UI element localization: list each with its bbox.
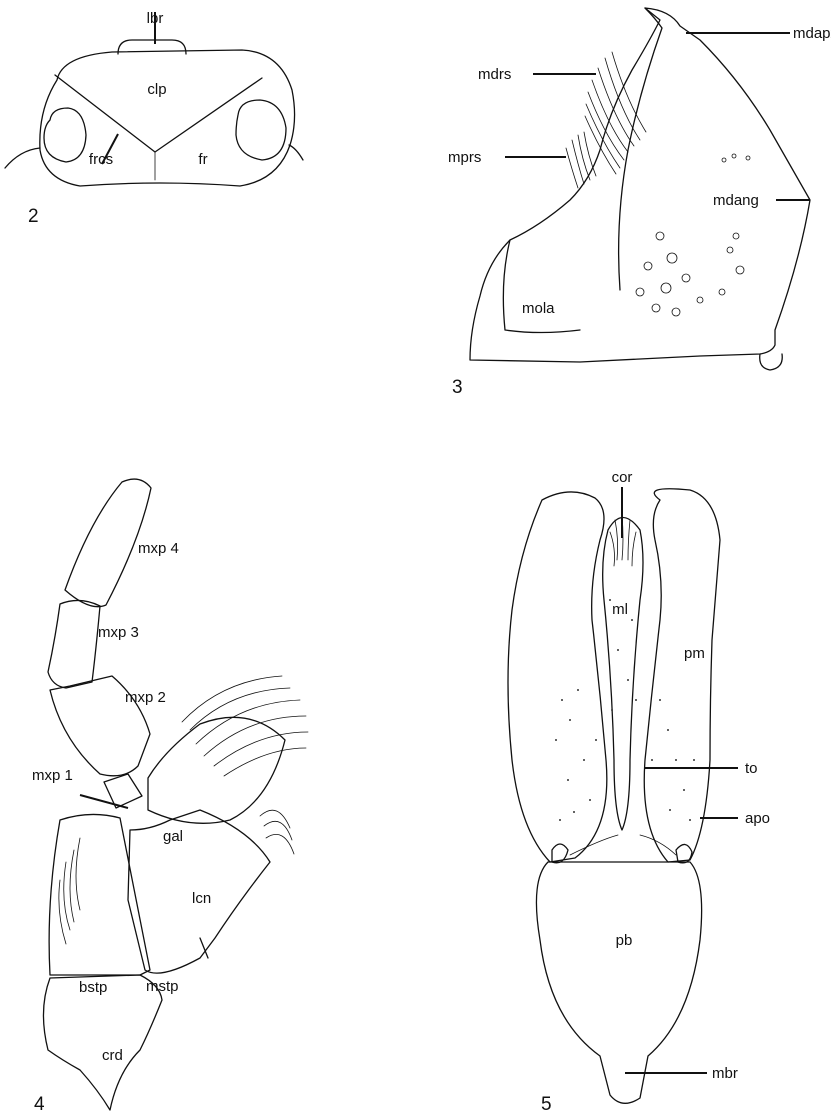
right-paramere	[644, 489, 720, 862]
label-apo: apo	[745, 810, 770, 827]
lacinia-setae	[260, 810, 294, 854]
basistipes-setae	[59, 838, 80, 944]
median-lobe	[603, 518, 643, 831]
right-apodeme-line	[640, 835, 676, 855]
label-fr: fr	[198, 151, 207, 168]
phallobase	[536, 862, 701, 1103]
label-pm: pm	[684, 645, 705, 662]
figure-number-2: 2	[28, 206, 39, 227]
left-apodeme-line	[570, 835, 618, 855]
figure-number-5: 5	[541, 1094, 552, 1115]
label-cor: cor	[612, 469, 633, 486]
label-mdapx: mdapx	[793, 25, 831, 42]
condyle	[760, 354, 783, 370]
label-mxp2: mxp 2	[125, 689, 166, 706]
label-lcn: lcn	[192, 890, 211, 907]
label-gal: gal	[163, 828, 183, 845]
right-eye	[236, 100, 286, 160]
figure-number-3: 3	[452, 377, 463, 398]
left-paramere	[508, 492, 607, 862]
label-crd: crd	[102, 1047, 123, 1064]
label-to: to	[745, 760, 758, 777]
left-neck-line	[5, 148, 40, 168]
label-mprs: mprs	[448, 149, 481, 166]
palpomere-3	[48, 600, 100, 688]
label-mola: mola	[522, 300, 555, 317]
right-neck-line	[289, 145, 303, 160]
label-pb: pb	[616, 932, 633, 949]
mandible-outline	[470, 8, 810, 362]
galea-outline	[148, 717, 285, 823]
mola-outline	[503, 240, 580, 333]
mandible-inner-ridge	[619, 8, 662, 290]
label-frcs: frcs	[89, 151, 113, 168]
mandible-punctures	[636, 154, 750, 316]
figure-5-aedeagus: cor ml pm to apo pb mbr 5	[508, 469, 770, 1115]
label-lbr: lbr	[147, 10, 164, 27]
figure-2-head: lbr clp frcs fr 2	[5, 10, 303, 227]
label-mxp1: mxp 1	[32, 767, 73, 784]
head-capsule-outline	[40, 50, 295, 186]
label-mstp: mstp	[146, 978, 179, 995]
label-mdrs: mdrs	[478, 66, 511, 83]
label-mxp3: mxp 3	[98, 624, 139, 641]
mxp1-leader	[80, 795, 128, 808]
label-ml: ml	[612, 601, 628, 618]
figure-4-maxilla: mxp 4 mxp 3 mxp 2 mxp 1 gal lcn bstp mst…	[32, 479, 308, 1115]
label-clp: clp	[147, 81, 166, 98]
left-eye	[44, 108, 86, 162]
label-mdang: mdang	[713, 192, 759, 209]
figure-number-4: 4	[34, 1094, 45, 1115]
molar-prostheca-setae	[566, 132, 596, 188]
galea-setae	[182, 676, 308, 776]
label-mxp4: mxp 4	[138, 540, 179, 557]
tegmen-stippling	[555, 599, 695, 821]
figure-3-mandible: mdapx mdrs mprs mdang mola 3	[448, 8, 831, 398]
label-bstp: bstp	[79, 979, 107, 996]
label-mbr: mbr	[712, 1065, 738, 1082]
